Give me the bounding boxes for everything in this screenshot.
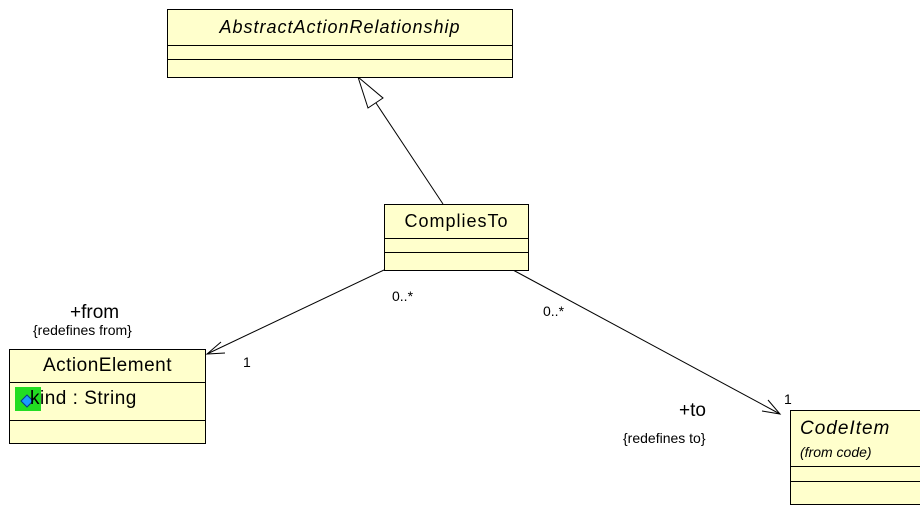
multiplicity-from-source: 0..* [392,288,414,304]
class-abstract-action-relationship[interactable]: AbstractActionRelationship [167,9,513,78]
class-name: CodeItem [800,417,891,439]
class-name-compartment: CompliesTo [385,205,528,239]
class-action-element[interactable]: ActionElement kind : String [9,349,206,444]
role-to-label: +to [679,400,706,421]
attributes-compartment [385,239,528,253]
association-to-line [512,269,781,415]
package-note: (from code) [800,443,872,460]
constraint-from-label: {redefines from} [33,322,132,338]
generalization-line [375,102,444,205]
class-complies-to[interactable]: CompliesTo [384,204,529,271]
constraint-to-label: {redefines to} [623,430,706,446]
class-name-compartment: AbstractActionRelationship [168,10,512,46]
class-name: CompliesTo [404,211,509,231]
role-from-label: +from [70,302,120,323]
class-name-compartment: CodeItem (from code) [791,411,920,467]
generalization-arrowhead [356,75,384,109]
class-name: ActionElement [42,355,172,376]
operations-compartment [168,60,512,77]
multiplicity-to-source: 0..* [543,303,565,319]
class-name-compartment: ActionElement [10,350,205,383]
operations-compartment [791,482,920,506]
multiplicity-to-target: 1 [784,391,792,407]
class-name: AbstractActionRelationship [219,17,461,37]
operations-compartment [385,253,528,270]
association-from-line [206,269,385,355]
operations-compartment [10,421,205,443]
attributes-compartment [168,46,512,60]
attributes-compartment [791,467,920,482]
attribute-icon [15,387,41,411]
attributes-compartment: kind : String [10,383,205,421]
association-to-arrowhead [761,399,782,415]
class-code-item[interactable]: CodeItem (from code) [790,410,920,505]
multiplicity-from-target: 1 [243,354,251,370]
association-from-arrowhead [205,341,226,355]
attribute-diamond-icon [20,394,34,408]
attribute-text[interactable]: kind : String [30,388,137,409]
